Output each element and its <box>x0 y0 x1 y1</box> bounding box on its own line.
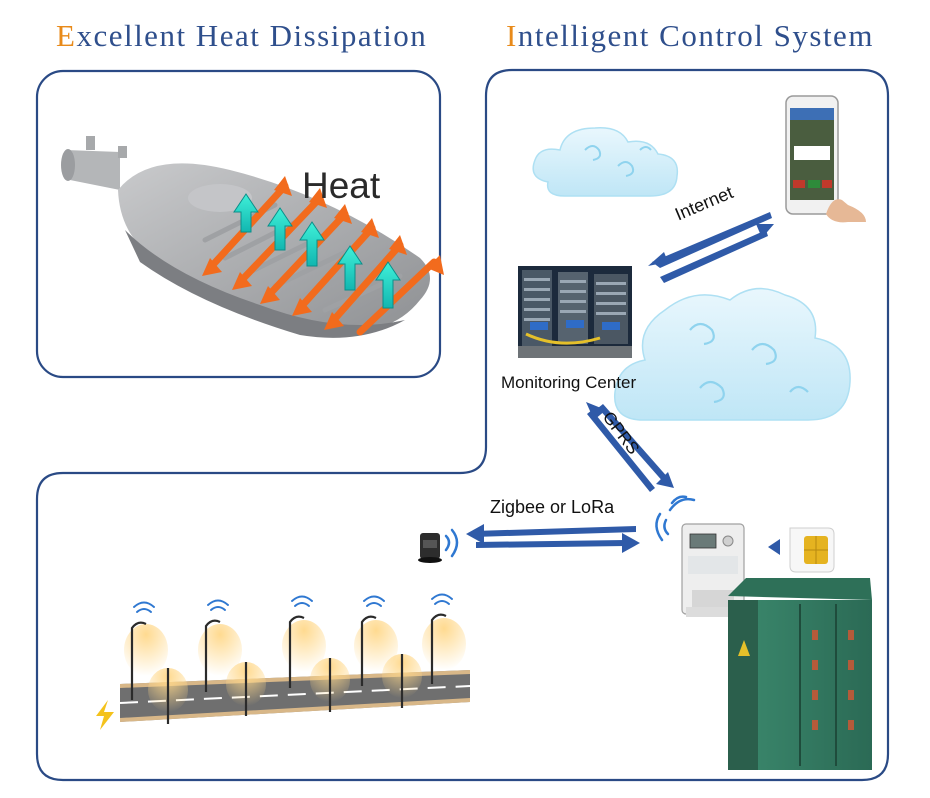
title-text: ntelligent Control System <box>517 18 874 53</box>
heat-label: Heat <box>302 165 381 206</box>
cloud-large <box>613 287 851 421</box>
title-initial: I <box>506 18 518 53</box>
smartphone-icon <box>785 95 866 223</box>
zigbee-link-arrows <box>466 524 640 553</box>
title-text: xcellent Heat Dissipation <box>76 18 428 53</box>
lamp-controller-icon <box>418 533 442 563</box>
heat-dissipation-title: Excellent Heat Dissipation <box>56 18 427 54</box>
gprs-link-arrows <box>586 402 674 492</box>
monitoring-center-image <box>518 266 632 358</box>
wireless-signal-icon <box>444 495 696 558</box>
title-initial: E <box>56 18 77 53</box>
heat-arrowheads <box>202 176 444 330</box>
distribution-cabinet-icon <box>728 578 872 770</box>
internet-link-arrows <box>648 212 774 283</box>
airflow-arrows <box>233 193 401 309</box>
street-lights <box>124 593 466 724</box>
control-panel <box>35 68 890 782</box>
monitoring-center-label: Monitoring Center <box>501 373 637 392</box>
sim-card-icon <box>768 527 835 573</box>
control-system-title: Intelligent Control System <box>506 18 874 54</box>
zigbee-link-label: Zigbee or LoRa <box>490 497 615 517</box>
electric-meter-icon <box>681 523 745 617</box>
cloud-top <box>532 127 679 197</box>
